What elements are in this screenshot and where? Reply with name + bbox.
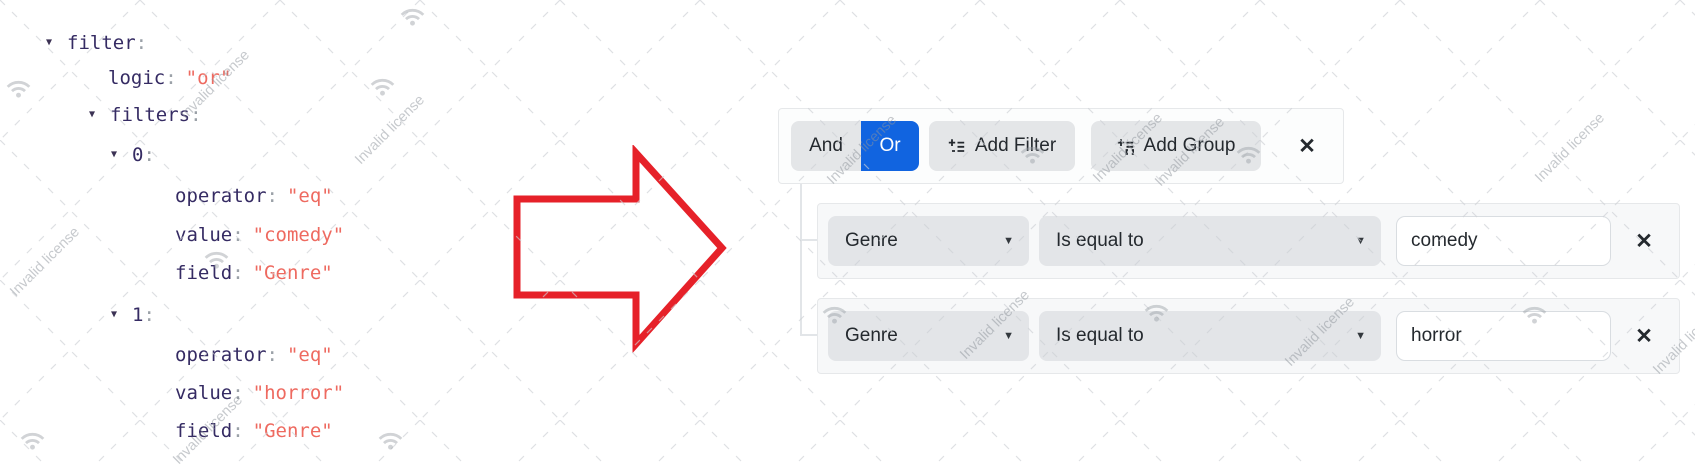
filter-row: Genre ▼ Is equal to ▼ ✕ <box>817 298 1680 374</box>
tree-node-filter[interactable]: ▼filter: <box>46 32 148 54</box>
operator-dropdown-value: Is equal to <box>1056 325 1144 346</box>
logic-and-button[interactable]: And <box>791 121 861 171</box>
value-input[interactable] <box>1396 216 1611 266</box>
tree-connector-vertical <box>800 184 802 336</box>
filter-row: Genre ▼ Is equal to ▼ ✕ <box>817 203 1680 279</box>
expander-icon[interactable]: ▼ <box>111 309 118 320</box>
tree-connector-branch <box>800 239 817 241</box>
add-group-label: Add Group <box>1143 135 1236 156</box>
remove-filter-button[interactable]: ✕ <box>1635 229 1653 253</box>
tree-node-0[interactable]: ▼0: <box>111 144 155 166</box>
json-tree-panel: ▼filter: logic:"or" ▼filters: ▼0: operat… <box>0 0 470 467</box>
chevron-down-icon: ▼ <box>1003 235 1014 247</box>
tree-connector-branch <box>800 334 817 336</box>
filter-group-toolbar: And Or Add Filter Add Group ✕ <box>778 108 1344 184</box>
operator-dropdown[interactable]: Is equal to ▼ <box>1039 216 1381 266</box>
close-group-button[interactable]: ✕ <box>1298 134 1316 158</box>
tree-node-operator: operator:"eq" <box>175 344 333 366</box>
add-filter-button[interactable]: Add Filter <box>929 121 1075 171</box>
tree-node-1[interactable]: ▼1: <box>111 304 155 326</box>
tree-node-field: field:"Genre" <box>175 420 333 442</box>
value-input[interactable] <box>1396 311 1611 361</box>
logic-or-button[interactable]: Or <box>861 121 919 171</box>
chevron-down-icon: ▼ <box>1355 330 1366 342</box>
remove-filter-button[interactable]: ✕ <box>1635 324 1653 348</box>
right-arrow-graphic <box>513 145 727 354</box>
tree-node-operator: operator:"eq" <box>175 185 333 207</box>
tree-node-filters[interactable]: ▼filters: <box>89 104 202 126</box>
operator-dropdown[interactable]: Is equal to ▼ <box>1039 311 1381 361</box>
tree-node-logic: logic:"or" <box>108 67 232 89</box>
add-group-icon <box>1117 138 1134 155</box>
field-dropdown-value: Genre <box>845 325 898 346</box>
expander-icon[interactable]: ▼ <box>89 109 96 120</box>
field-dropdown[interactable]: Genre ▼ <box>828 311 1029 361</box>
chevron-down-icon: ▼ <box>1003 330 1014 342</box>
tree-node-field: field:"Genre" <box>175 262 333 284</box>
expander-icon[interactable]: ▼ <box>46 37 53 48</box>
field-dropdown[interactable]: Genre ▼ <box>828 216 1029 266</box>
watermark-text: Invalid license <box>1532 110 1608 186</box>
operator-dropdown-value: Is equal to <box>1056 230 1144 251</box>
add-group-button[interactable]: Add Group <box>1091 121 1261 171</box>
add-filter-icon <box>948 138 965 152</box>
tree-node-value: value:"horror" <box>175 382 345 404</box>
add-filter-label: Add Filter <box>974 135 1057 156</box>
chevron-down-icon: ▼ <box>1355 235 1366 247</box>
tree-node-value: value:"comedy" <box>175 224 345 246</box>
field-dropdown-value: Genre <box>845 230 898 251</box>
expander-icon[interactable]: ▼ <box>111 149 118 160</box>
